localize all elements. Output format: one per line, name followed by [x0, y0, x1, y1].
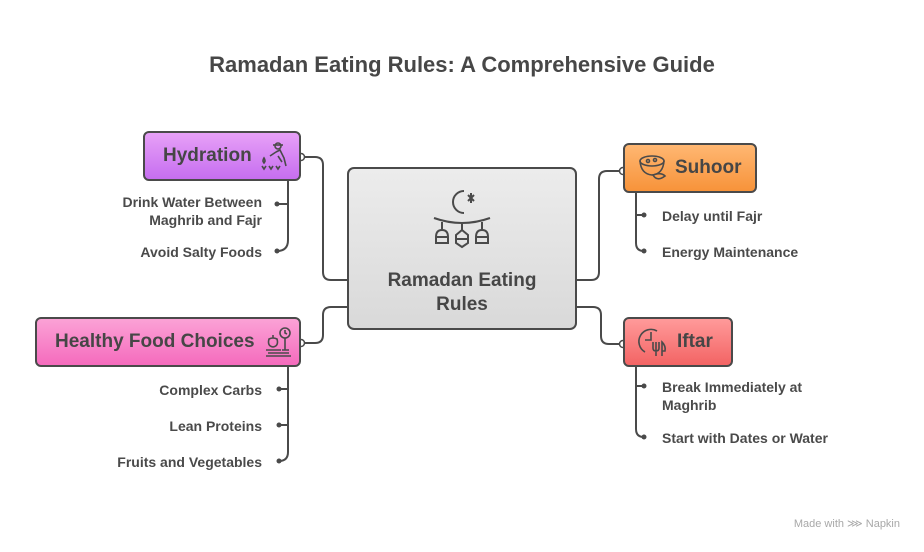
- hydration-node[interactable]: Hydration: [143, 131, 301, 181]
- central-node[interactable]: Ramadan Eating Rules: [347, 167, 577, 330]
- iftar-item-1: Break Immediately at Maghrib: [662, 379, 803, 413]
- healthy-food-node[interactable]: Healthy Food Choices: [35, 317, 301, 367]
- healthy-item-3: Fruits and Vegetables: [117, 454, 262, 470]
- healthy-item-2: Lean Proteins: [169, 418, 262, 434]
- made-with-napkin: Made with ⋙ Napkin: [793, 518, 900, 530]
- suhoor-item-1: Delay until Fajr: [662, 208, 763, 224]
- healthy-item-1: Complex Carbs: [159, 382, 262, 398]
- scale-apple-icon: [265, 327, 291, 357]
- suhoor-item-2: Energy Maintenance: [662, 244, 799, 260]
- person-watering-icon: [261, 142, 287, 171]
- iftar-item-2: Start with Dates or Water: [662, 430, 828, 446]
- crescent-lanterns-icon: [433, 190, 491, 249]
- clock-utensils-icon: [638, 328, 666, 356]
- bowl-icon: [639, 155, 667, 180]
- suhoor-node[interactable]: Suhoor: [623, 143, 757, 193]
- iftar-node[interactable]: Iftar: [623, 317, 733, 367]
- hydration-item-2: Avoid Salty Foods: [140, 244, 262, 260]
- page-title: Ramadan Eating Rules: A Comprehensive Gu…: [209, 52, 715, 77]
- hydration-item-1: Drink Water Between Maghrib and Fajr: [122, 194, 262, 228]
- connector-suhoor: [577, 170, 623, 281]
- connector-hydration: [301, 156, 347, 281]
- central-label: Ramadan Eating Rules: [387, 270, 537, 315]
- connector-healthy: [301, 306, 347, 344]
- connector-iftar: [577, 306, 623, 345]
